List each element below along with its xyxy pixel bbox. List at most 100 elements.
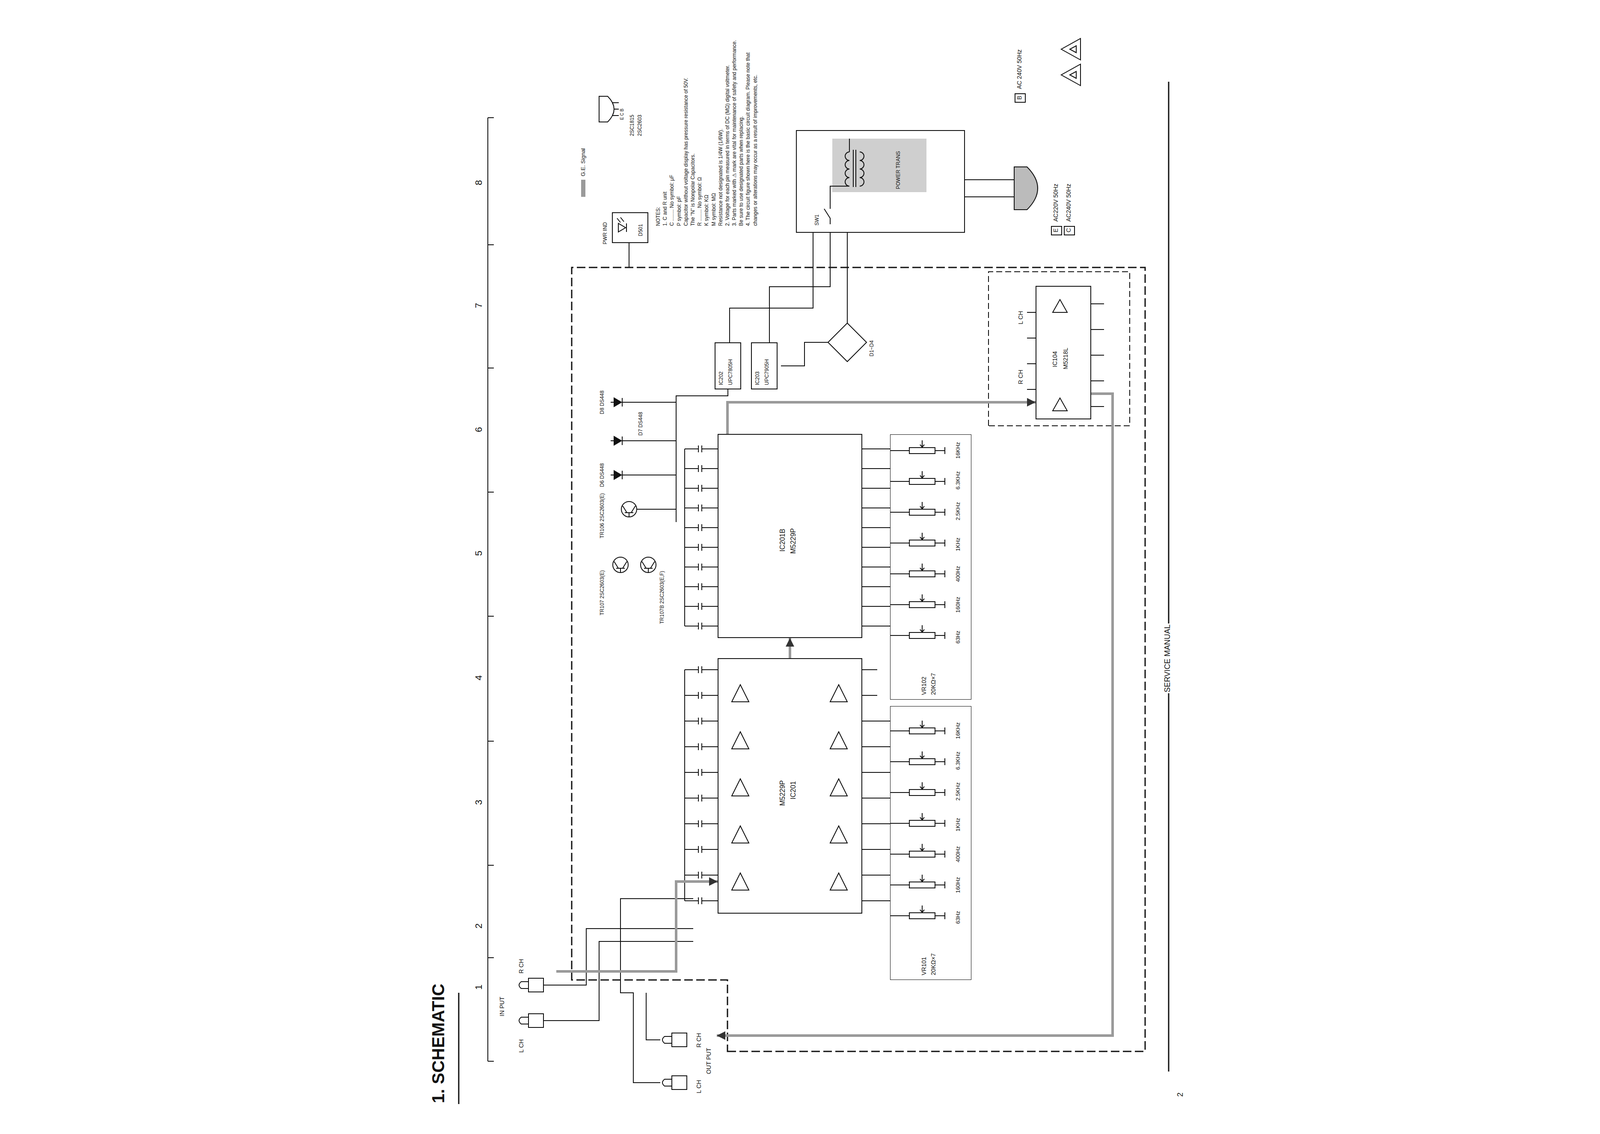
wiring [862, 566, 891, 568]
wiring [862, 771, 891, 773]
node-label: 1KHz [954, 537, 962, 552]
part-label: D8 DS448 [599, 389, 606, 416]
supply-wire [622, 389, 728, 523]
wiring [684, 743, 718, 751]
wiring [862, 900, 891, 902]
grid-ruler [487, 117, 494, 1062]
wiring [684, 846, 718, 853]
wiring [830, 872, 848, 891]
circuit-frame [571, 267, 1146, 1052]
legend-row: G.E. Signal [579, 148, 587, 197]
wiring [684, 717, 718, 725]
node-label: IC203 [754, 371, 761, 386]
mains-plug [1014, 166, 1038, 210]
voltage-key-box [1051, 226, 1062, 235]
potentiometer-bank: VR10120KΩ×763Hz160Hz400Hz1KHz2.5KHz6.3KH… [890, 706, 972, 980]
led-symbol [617, 217, 627, 232]
wiring [890, 532, 945, 547]
wiring [862, 448, 891, 450]
part-label: D6 DS448 [599, 462, 606, 488]
wiring [731, 684, 749, 702]
note-text: R ........ No symbol: Ω [696, 37, 704, 226]
wiring [890, 625, 945, 639]
part-label: 2SC2603 [636, 113, 643, 137]
part-label: E C B [619, 107, 625, 121]
node-label: D501 [637, 223, 644, 237]
output-jack [662, 1033, 687, 1047]
note-text: 1. C and R unit [661, 37, 669, 226]
part-label: TR107 2SC2603(E) [599, 569, 606, 617]
node-label: IC201B [778, 528, 787, 552]
transformer-core [832, 138, 927, 193]
wiring [684, 583, 718, 591]
note-text: The "N" is Nonpolar Capacitors. [689, 37, 697, 226]
wiring [890, 720, 945, 735]
input-jack [519, 1013, 544, 1028]
wiring [862, 823, 891, 825]
ground-bus [684, 448, 686, 901]
node-label: 2.5KHz [954, 501, 962, 521]
wiring [830, 684, 848, 702]
node-label: UPC7805H [727, 359, 734, 386]
title-rule [458, 992, 460, 1105]
wiring [830, 825, 848, 844]
wiring [890, 594, 945, 609]
node-label: 16KHz [954, 442, 962, 459]
grid-number: 4 [473, 674, 485, 682]
node-label: PWR IND [602, 222, 609, 245]
node-label: 2.5KHz [954, 782, 962, 801]
node-label: SW1 [813, 214, 820, 226]
wiring [684, 622, 718, 630]
node-label: VR102 [920, 676, 928, 695]
node-label: IC201 [789, 780, 798, 800]
wiring [862, 746, 891, 748]
wiring [684, 543, 718, 551]
transistor-outline [599, 96, 619, 122]
schematic-art [419, 25, 1203, 1122]
wiring [684, 524, 718, 532]
output-wire [620, 898, 694, 1083]
node-label: 6.3KHz [954, 751, 962, 770]
wiring [640, 557, 657, 573]
node-label: M5218L [1062, 347, 1070, 370]
node-label: 6.3KHz [954, 471, 962, 490]
part-label: C [1065, 227, 1073, 234]
part-label: B [1015, 94, 1024, 101]
wiring [610, 397, 623, 407]
grid-number: 2 [473, 922, 485, 930]
node-label: 160Hz [954, 596, 962, 613]
wiring [862, 625, 891, 627]
note-text: 2. Voltage for each pin measured in term… [724, 37, 731, 226]
node-label: VR101 [920, 956, 928, 976]
wiring [890, 813, 945, 827]
wiring [684, 484, 718, 492]
grid-number: 1 [473, 983, 485, 991]
jack-group: IN PUTL CHR CH [492, 954, 557, 1057]
schematic-sheet: 1. SCHEMATICIN PUTL CHR CHOUT PUTL CHR C… [419, 25, 1203, 1122]
note-text: C ........ No symbol: μF [668, 37, 676, 226]
note-text: K symbol: KΩ [703, 37, 710, 226]
potentiometer-bank: VR10220KΩ×763Hz160Hz400Hz1KHz2.5KHz6.3KH… [890, 434, 972, 700]
wiring [731, 872, 749, 891]
node-label: 400Hz [954, 846, 962, 863]
wiring [731, 778, 749, 796]
part-label: D1~D4 [868, 339, 875, 358]
node-label: IC104 [1051, 351, 1059, 368]
note-text: 3. Parts marked with ⚠ mark are vital fo… [730, 37, 745, 226]
wiring [621, 501, 637, 517]
node-label: 16KHz [954, 722, 962, 740]
part-label: TR106 2SC2603(E) [599, 492, 606, 540]
output-jack [662, 1075, 687, 1090]
node-label: UPC7905H [763, 359, 770, 386]
warning-triangle [1061, 38, 1081, 86]
part-label: 2 [1175, 1091, 1186, 1098]
voltage-key-box [1064, 226, 1075, 235]
wiring [890, 782, 945, 796]
wiring [684, 445, 718, 453]
grid-number: 3 [473, 798, 485, 806]
wiring [862, 874, 891, 876]
wiring [890, 501, 945, 516]
wiring [830, 731, 848, 749]
part-label: TR107B 2SC2603(E,F) [658, 569, 665, 625]
node-label: L CH [695, 1080, 703, 1094]
